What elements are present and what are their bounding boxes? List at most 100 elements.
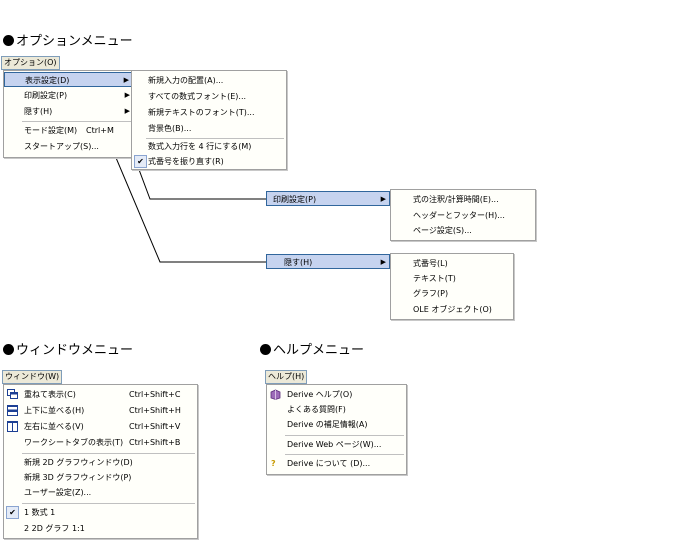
menu-item-tile-horizontal[interactable]: 上下に並べる(H) Ctrl+Shift+H (4, 403, 197, 418)
menu-item-label: 印刷設定(P) (24, 91, 68, 100)
menu-item-new-text-font[interactable]: 新規テキストのフォント(T)... (132, 105, 286, 120)
checkmark-icon: ✔ (134, 155, 147, 168)
menu-item-label: Derive Web ページ(W)... (287, 440, 382, 449)
menu-item-faq[interactable]: よくある質問(F) (267, 402, 406, 417)
options-heading-text: オプションメニュー (16, 34, 133, 49)
menu-item-hide[interactable]: 隠す(H) ▶ (4, 104, 133, 119)
menu-separator (146, 138, 284, 139)
checkmark-icon: ✔ (6, 506, 19, 519)
menu-item-label: ユーザー設定(Z)... (24, 488, 92, 497)
menu-item-label: Derive の補足情報(A) (287, 420, 368, 429)
menu-item-hide-text[interactable]: テキスト(T) (391, 271, 513, 286)
menu-item-page-setup[interactable]: ページ設定(S)... (391, 223, 535, 238)
options-menubar-item[interactable]: オプション(O) (1, 56, 60, 70)
menu-separator (22, 453, 195, 454)
submenu-arrow-icon: ▶ (124, 91, 130, 99)
menu-item-label: 数式入力行を 4 行にする(M) (148, 142, 252, 151)
menu-item-all-formula-fonts[interactable]: すべての数式フォント(E)... (132, 89, 286, 104)
menu-item-derive-web-page[interactable]: Derive Web ページ(W)... (267, 437, 406, 452)
menu-item-label: 1 数式 1 (24, 508, 56, 517)
menu-separator (22, 121, 131, 122)
menu-item-new-input-placement[interactable]: 新規入力の配置(A)... (132, 73, 286, 88)
print-settings-submenu: 式の注釈/計算時間(E)... ヘッダーとフッター(H)... ページ設定(S)… (390, 189, 536, 241)
bullet-icon (3, 35, 14, 46)
menu-item-label: OLE オブジェクト(O) (413, 305, 492, 314)
submenu-arrow-icon: ▶ (124, 107, 130, 115)
tile-vertical-icon (7, 421, 18, 432)
menu-item-label: 2 2D グラフ 1:1 (24, 524, 85, 533)
menu-separator (22, 503, 195, 504)
shortcut-label: Ctrl+Shift+C (129, 390, 181, 399)
window-heading-text: ウィンドウメニュー (16, 343, 134, 358)
options-menu-heading: オプションメニュー (3, 34, 133, 50)
menu-item-startup[interactable]: スタートアップ(S)... (4, 139, 133, 154)
menu-item-label: ヘッダーとフッター(H)... (413, 211, 505, 220)
window-menu: 重ねて表示(C) Ctrl+Shift+C 上下に並べる(H) Ctrl+Shi… (3, 384, 198, 539)
question-mark-icon: ? (271, 459, 276, 468)
menu-item-derive-help[interactable]: Derive ヘルプ(O) (267, 387, 406, 402)
help-heading-text: ヘルプメニュー (273, 343, 365, 358)
tile-horizontal-icon (7, 405, 18, 416)
menu-item-show-worksheet-tabs[interactable]: ワークシートタブの表示(T) Ctrl+Shift+B (4, 435, 197, 450)
window-menu-heading: ウィンドウメニュー (3, 343, 133, 359)
menu-item-label: Derive ヘルプ(O) (287, 390, 353, 399)
menu-item-label: 表示設定(D) (25, 76, 70, 85)
help-book-icon (270, 389, 281, 400)
menu-item-label: 隠す(H) (284, 258, 313, 267)
menu-item-label: 背景色(B)... (148, 124, 192, 133)
menu-item-mode-settings[interactable]: モード設定(M) Ctrl+M (4, 123, 133, 138)
menu-separator (285, 435, 404, 436)
menu-item-window-formula-1[interactable]: ✔ 1 数式 1 (4, 505, 197, 520)
menu-item-label: 上下に並べる(H) (24, 406, 85, 415)
menu-item-hide-graphs[interactable]: グラフ(P) (391, 286, 513, 301)
menu-item-label: 式の注釈/計算時間(E)... (413, 195, 499, 204)
help-menubar-item[interactable]: ヘルプ(H) (265, 370, 308, 384)
menu-item-print-settings-expanded[interactable]: 印刷設定(P) ▶ (266, 191, 390, 206)
menu-item-four-line-input[interactable]: 数式入力行を 4 行にする(M) (132, 139, 286, 154)
submenu-arrow-icon: ▶ (123, 76, 129, 84)
menu-item-display-settings[interactable]: 表示設定(D) ▶ (4, 72, 133, 87)
menu-item-label: テキスト(T) (413, 274, 456, 283)
menu-item-label: 新規入力の配置(A)... (148, 76, 224, 85)
menu-item-label: 新規 3D グラフウィンドウ(P) (24, 473, 132, 482)
menu-item-annotation-calc-time[interactable]: 式の注釈/計算時間(E)... (391, 192, 535, 207)
menu-item-about-derive[interactable]: ? Derive について (D)... (267, 456, 406, 471)
menu-item-header-footer[interactable]: ヘッダーとフッター(H)... (391, 208, 535, 223)
menu-item-hide-ole-objects[interactable]: OLE オブジェクト(O) (391, 302, 513, 317)
menu-item-label: モード設定(M) (24, 126, 78, 135)
menu-item-window-2d-graph-1[interactable]: 2 2D グラフ 1:1 (4, 521, 197, 536)
shortcut-label: Ctrl+Shift+V (129, 422, 181, 431)
menu-item-new-2d-graph-window[interactable]: 新規 2D グラフウィンドウ(D) (4, 455, 197, 470)
bullet-icon (260, 344, 271, 355)
menu-item-cascade[interactable]: 重ねて表示(C) Ctrl+Shift+C (4, 387, 197, 402)
menu-item-label: 重ねて表示(C) (24, 390, 76, 399)
menu-item-renumber-expressions[interactable]: ✔ 式番号を振り直す(R) (132, 154, 286, 169)
help-menu-heading: ヘルプメニュー (260, 343, 364, 359)
menu-item-derive-supplementary-info[interactable]: Derive の補足情報(A) (267, 417, 406, 432)
menu-item-label: ワークシートタブの表示(T) (24, 438, 124, 447)
menu-item-hide-expression-numbers[interactable]: 式番号(L) (391, 256, 513, 271)
hide-submenu: 式番号(L) テキスト(T) グラフ(P) OLE オブジェクト(O) (390, 253, 514, 320)
menu-item-print-settings[interactable]: 印刷設定(P) ▶ (4, 88, 133, 103)
menu-item-tile-vertical[interactable]: 左右に並べる(V) Ctrl+Shift+V (4, 419, 197, 434)
shortcut-label: Ctrl+Shift+H (129, 406, 181, 415)
menu-item-label: 隠す(H) (24, 107, 53, 116)
shortcut-label: Ctrl+M (86, 126, 114, 135)
menu-item-label: 印刷設定(P) (273, 195, 317, 204)
window-menubar-item[interactable]: ウィンドウ(W) (2, 370, 63, 384)
menu-separator (285, 454, 404, 455)
menu-item-label: 新規テキストのフォント(T)... (148, 108, 255, 117)
display-settings-submenu: 新規入力の配置(A)... すべての数式フォント(E)... 新規テキストのフォ… (131, 70, 287, 170)
menu-item-new-3d-graph-window[interactable]: 新規 3D グラフウィンドウ(P) (4, 470, 197, 485)
menu-item-background-color[interactable]: 背景色(B)... (132, 121, 286, 136)
bullet-icon (3, 344, 14, 355)
menu-item-label: 式番号を振り直す(R) (148, 157, 224, 166)
menu-item-label: すべての数式フォント(E)... (148, 92, 247, 101)
menu-item-label: 新規 2D グラフウィンドウ(D) (24, 458, 133, 467)
menu-item-label: Derive について (D)... (287, 459, 371, 468)
menu-item-user-settings[interactable]: ユーザー設定(Z)... (4, 485, 197, 500)
menu-item-label: 式番号(L) (413, 259, 448, 268)
submenu-arrow-icon: ▶ (380, 195, 386, 203)
menu-item-hide-expanded[interactable]: 隠す(H) ▶ (266, 254, 390, 269)
hide-callout-line (94, 107, 267, 263)
